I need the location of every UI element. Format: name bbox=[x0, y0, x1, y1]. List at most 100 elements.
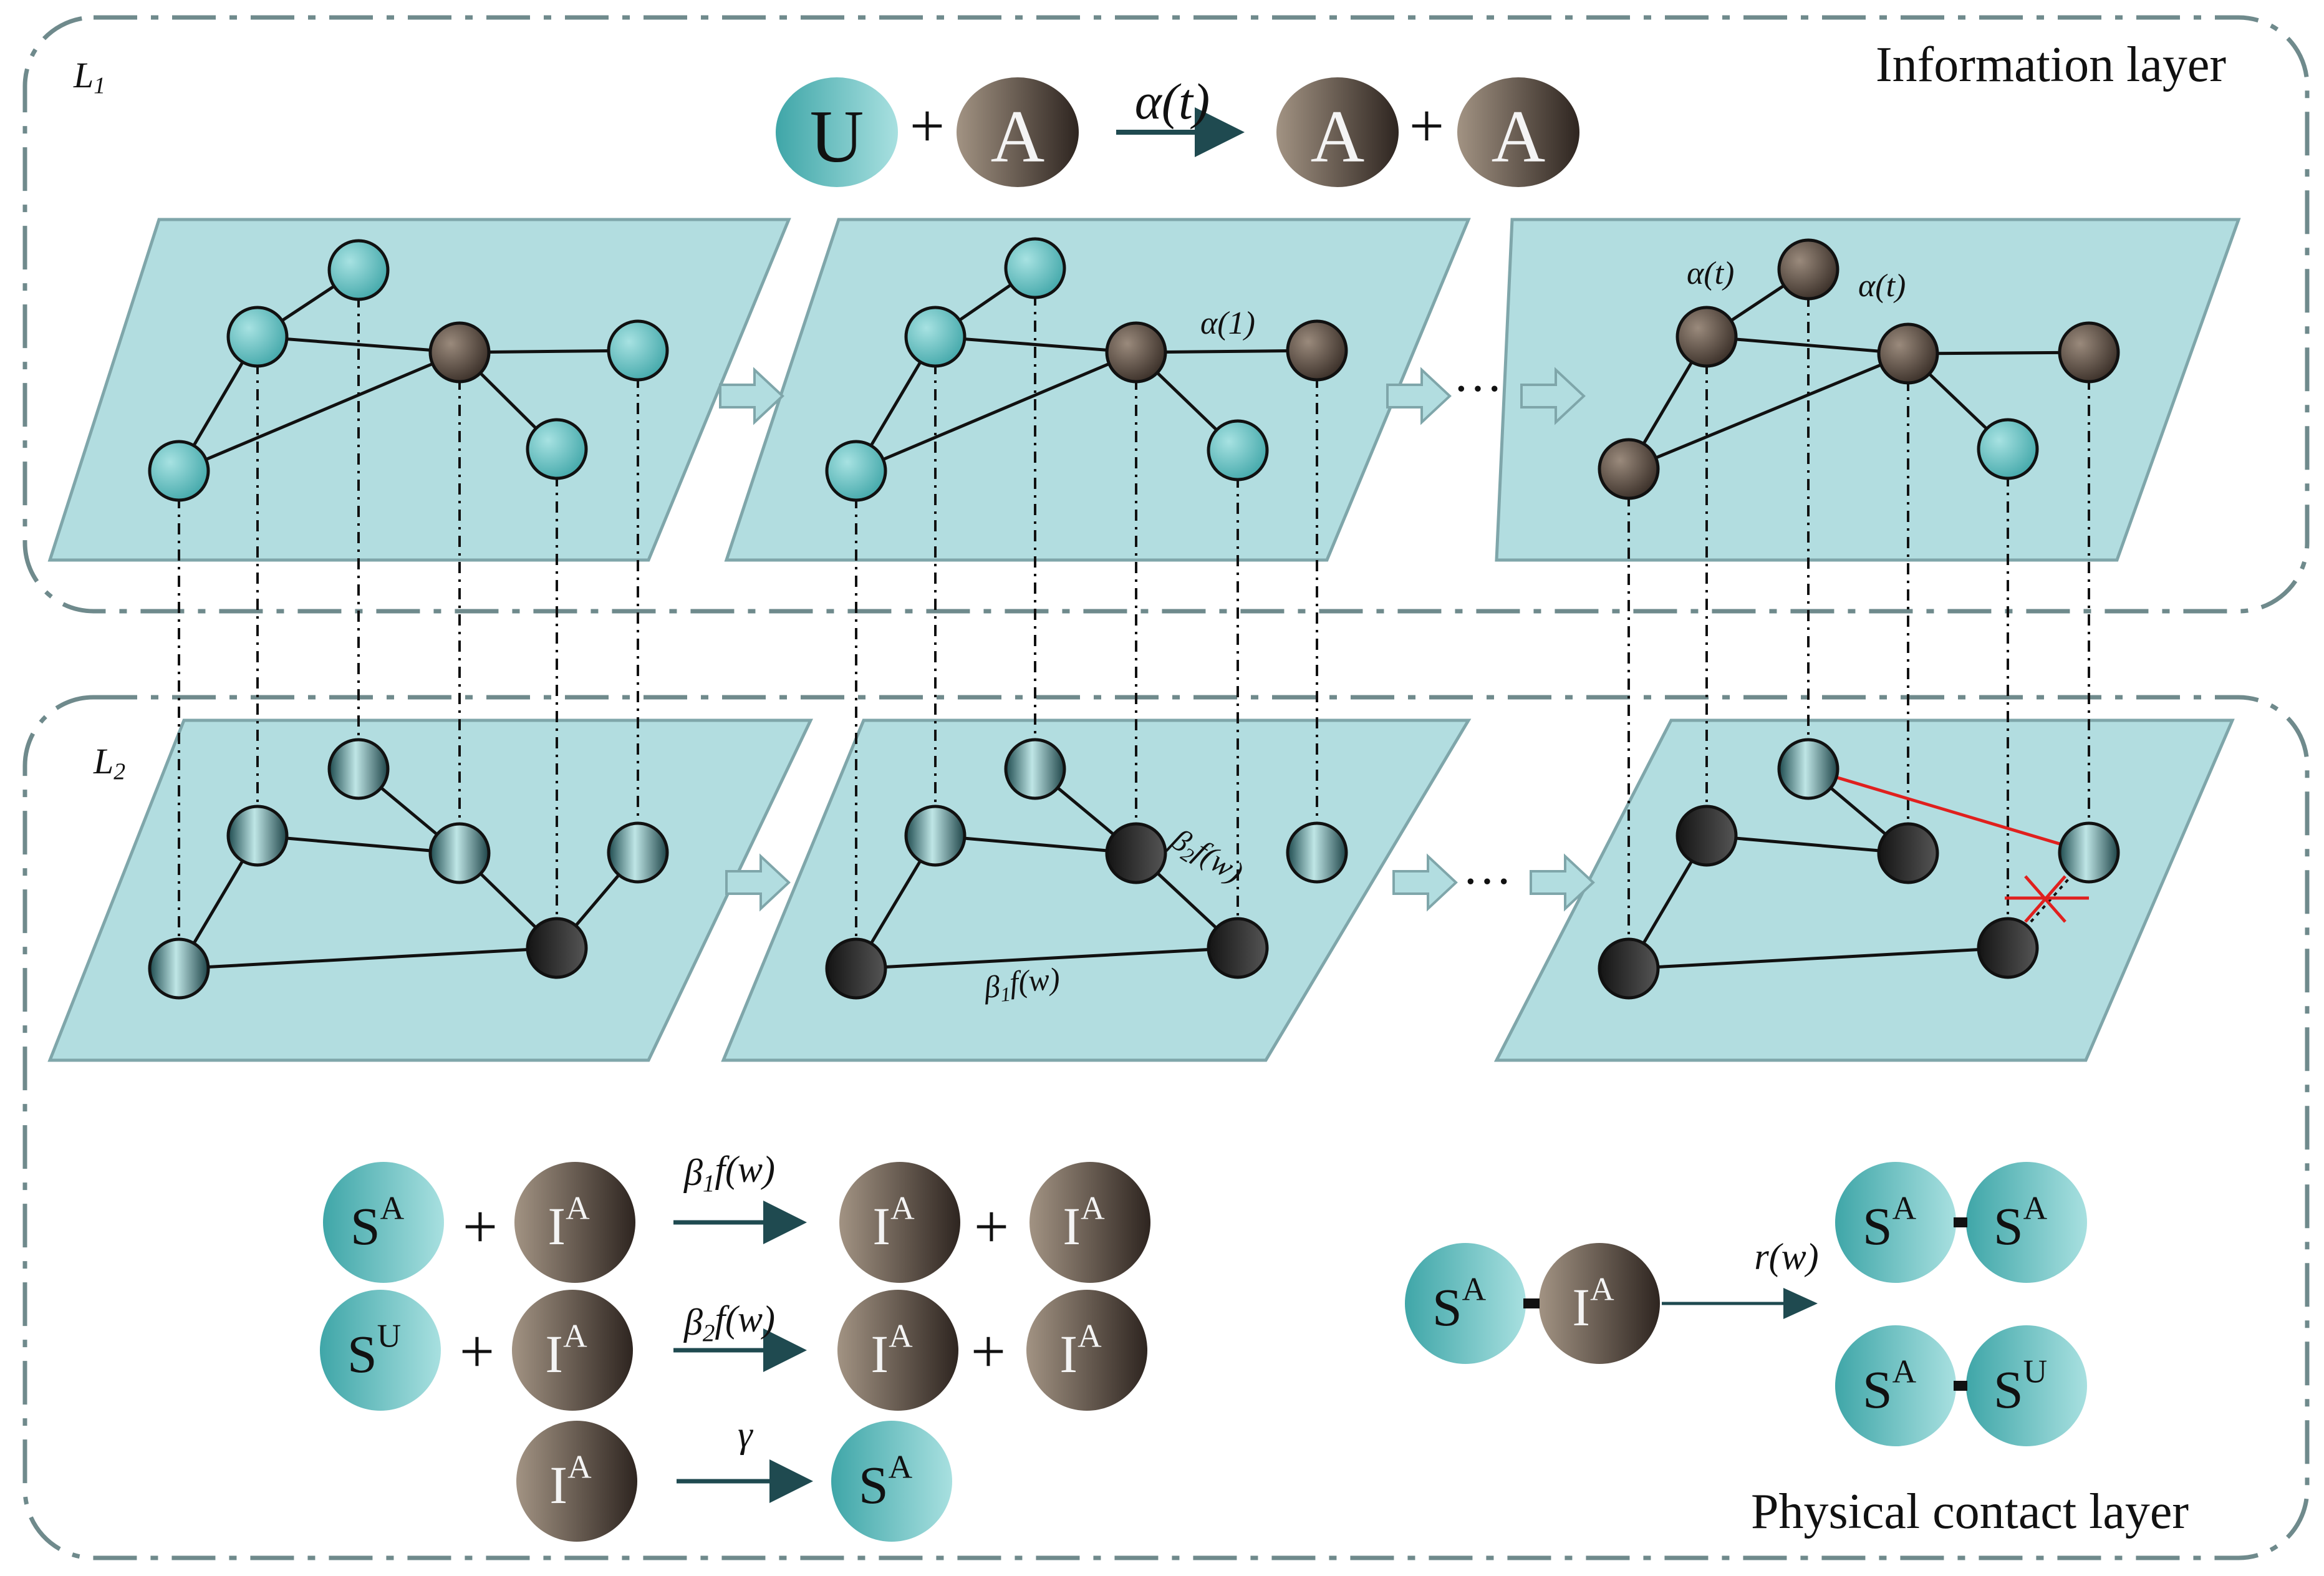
reaction-2-c-shape bbox=[837, 1290, 958, 1411]
ellipsis-top: ··· bbox=[1453, 362, 1503, 417]
reaction-1-b-shape bbox=[514, 1162, 635, 1283]
info-node-brown bbox=[1598, 438, 1660, 500]
edge-label-beta1fw: β1f(w) bbox=[982, 960, 1062, 1008]
reaction-2-b-label: IA bbox=[545, 1317, 587, 1384]
phys-node-dark bbox=[526, 917, 588, 979]
info-node-teal bbox=[148, 440, 210, 502]
physical-layer-title: Physical contact layer bbox=[1751, 1484, 2189, 1539]
rewiring-out-1-b: SA bbox=[1966, 1162, 2087, 1283]
info-node-brown bbox=[428, 321, 491, 384]
info-node-brown bbox=[1877, 322, 1939, 385]
reaction-1-rate: β1f(w) bbox=[683, 1149, 775, 1197]
info-edge bbox=[1706, 335, 1909, 355]
reaction-top-a-out-1-shape bbox=[1276, 77, 1399, 187]
edge-label-alpha-1: α(1) bbox=[1200, 306, 1255, 341]
rewiring-out-1-a-label: SA bbox=[1863, 1189, 1917, 1256]
plane-info-2 bbox=[724, 218, 1471, 562]
rewiring-out-2-a-label: SA bbox=[1863, 1353, 1917, 1419]
reaction-1-b: IA bbox=[514, 1162, 635, 1283]
reaction-2-c: IA bbox=[837, 1290, 958, 1411]
info-node-brown bbox=[1105, 321, 1167, 384]
reaction-2-a-shape bbox=[320, 1290, 441, 1411]
phys-node-mixed bbox=[226, 805, 289, 867]
reaction-3-c: SA bbox=[831, 1421, 952, 1542]
phys-node-mixed bbox=[2058, 821, 2120, 884]
information-layer-corner-label: L1 bbox=[73, 55, 105, 99]
rewiring-b-label: IA bbox=[1572, 1270, 1614, 1337]
reaction-1-c: IA bbox=[839, 1162, 960, 1283]
phys-node-dark bbox=[1977, 917, 2039, 979]
plane-info-1 bbox=[47, 218, 791, 562]
rewiring-out-1-b-label: SA bbox=[1994, 1189, 2048, 1256]
panel-arrow-bottom-2 bbox=[1392, 853, 1458, 912]
phys-node-mixed bbox=[148, 937, 210, 1000]
phys-node-mixed bbox=[904, 805, 967, 867]
information-layer-border bbox=[22, 15, 2310, 614]
reaction-3-a-shape bbox=[516, 1421, 637, 1542]
info-node-teal bbox=[526, 418, 588, 480]
info-node-teal bbox=[1207, 419, 1269, 481]
reaction-2-plus-left: + bbox=[460, 1317, 494, 1386]
reaction-2-b-shape bbox=[512, 1290, 633, 1411]
phys-edge bbox=[1628, 946, 2008, 970]
edge-label-alpha-t-right: α(t) bbox=[1858, 268, 1906, 304]
reaction-top-a-out-2-label: A bbox=[1492, 95, 1546, 178]
phys-node-mixed bbox=[428, 822, 491, 884]
info-edge bbox=[935, 335, 1137, 354]
reaction-2-a-label: SU bbox=[347, 1317, 401, 1384]
reaction-1-d-label: IA bbox=[1063, 1189, 1105, 1256]
rewiring-out-1-a-shape bbox=[1835, 1162, 1956, 1283]
info-node-teal bbox=[607, 319, 669, 382]
info-node-teal bbox=[226, 306, 289, 368]
info-node-brown bbox=[1286, 319, 1348, 382]
info-node-teal bbox=[1977, 418, 2039, 480]
reaction-1-a: SA bbox=[323, 1162, 444, 1283]
plane-phys-2 bbox=[721, 718, 1472, 1062]
reaction-2-b: IA bbox=[512, 1290, 633, 1411]
info-node-brown bbox=[1777, 238, 1839, 301]
information-layer-title: Information layer bbox=[1876, 37, 2226, 92]
reaction-top-a-label: A bbox=[991, 95, 1045, 178]
phys-node-dark bbox=[1675, 805, 1738, 867]
reaction-top-plus-right: + bbox=[1409, 91, 1444, 160]
reaction-top-a-out-2: A bbox=[1457, 77, 1579, 187]
phys-node-mixed bbox=[1777, 738, 1839, 800]
rewiring-out-2-b: SU bbox=[1966, 1325, 2087, 1446]
physical-layer-border bbox=[22, 695, 2310, 1560]
edge-label-alpha-t-left: α(t) bbox=[1687, 256, 1734, 291]
panel-arrow-bottom-3 bbox=[1530, 853, 1595, 912]
physical-layer-corner-label: L2 bbox=[93, 741, 125, 785]
phys-node-dark bbox=[1207, 917, 1269, 979]
rewiring-out-2-a-shape bbox=[1835, 1325, 1956, 1446]
plane-phys-3 bbox=[1493, 718, 2235, 1062]
info-node-teal bbox=[825, 440, 887, 502]
reaction-3-rate: γ bbox=[738, 1414, 753, 1455]
reaction-top-u-shape bbox=[776, 77, 898, 187]
rewiring-out-1-b-shape bbox=[1966, 1162, 2087, 1283]
reaction-top-a-out-1: A bbox=[1276, 77, 1399, 187]
panel-arrow-top-3 bbox=[1520, 367, 1586, 425]
rewiring-out-1-bond bbox=[1954, 1217, 1967, 1227]
phys-node-dark bbox=[1877, 822, 1939, 884]
reaction-top-plus-left: + bbox=[910, 91, 945, 160]
rewiring-b-shape bbox=[1539, 1243, 1660, 1364]
reaction-1-d-shape bbox=[1029, 1162, 1150, 1283]
reaction-2-d: IA bbox=[1026, 1290, 1147, 1411]
rewiring-a: SA bbox=[1405, 1243, 1526, 1364]
phys-node-dark bbox=[1598, 937, 1660, 1000]
info-edge bbox=[257, 335, 460, 354]
reaction-top-a-shape bbox=[957, 77, 1079, 187]
reaction-1-a-label: SA bbox=[350, 1189, 405, 1256]
rewiring-a-shape bbox=[1405, 1243, 1526, 1364]
rewired-edge bbox=[1808, 767, 2090, 854]
info-node-brown bbox=[1675, 306, 1738, 368]
rewiring-b: IA bbox=[1539, 1243, 1660, 1364]
reaction-2-c-label: IA bbox=[870, 1317, 913, 1384]
info-node-teal bbox=[1004, 237, 1066, 299]
reaction-1-b-label: IA bbox=[547, 1189, 590, 1256]
reaction-top-u: U bbox=[776, 77, 898, 187]
panel-arrow-bottom-1 bbox=[725, 853, 791, 912]
panel-arrow-top-1 bbox=[719, 367, 784, 425]
